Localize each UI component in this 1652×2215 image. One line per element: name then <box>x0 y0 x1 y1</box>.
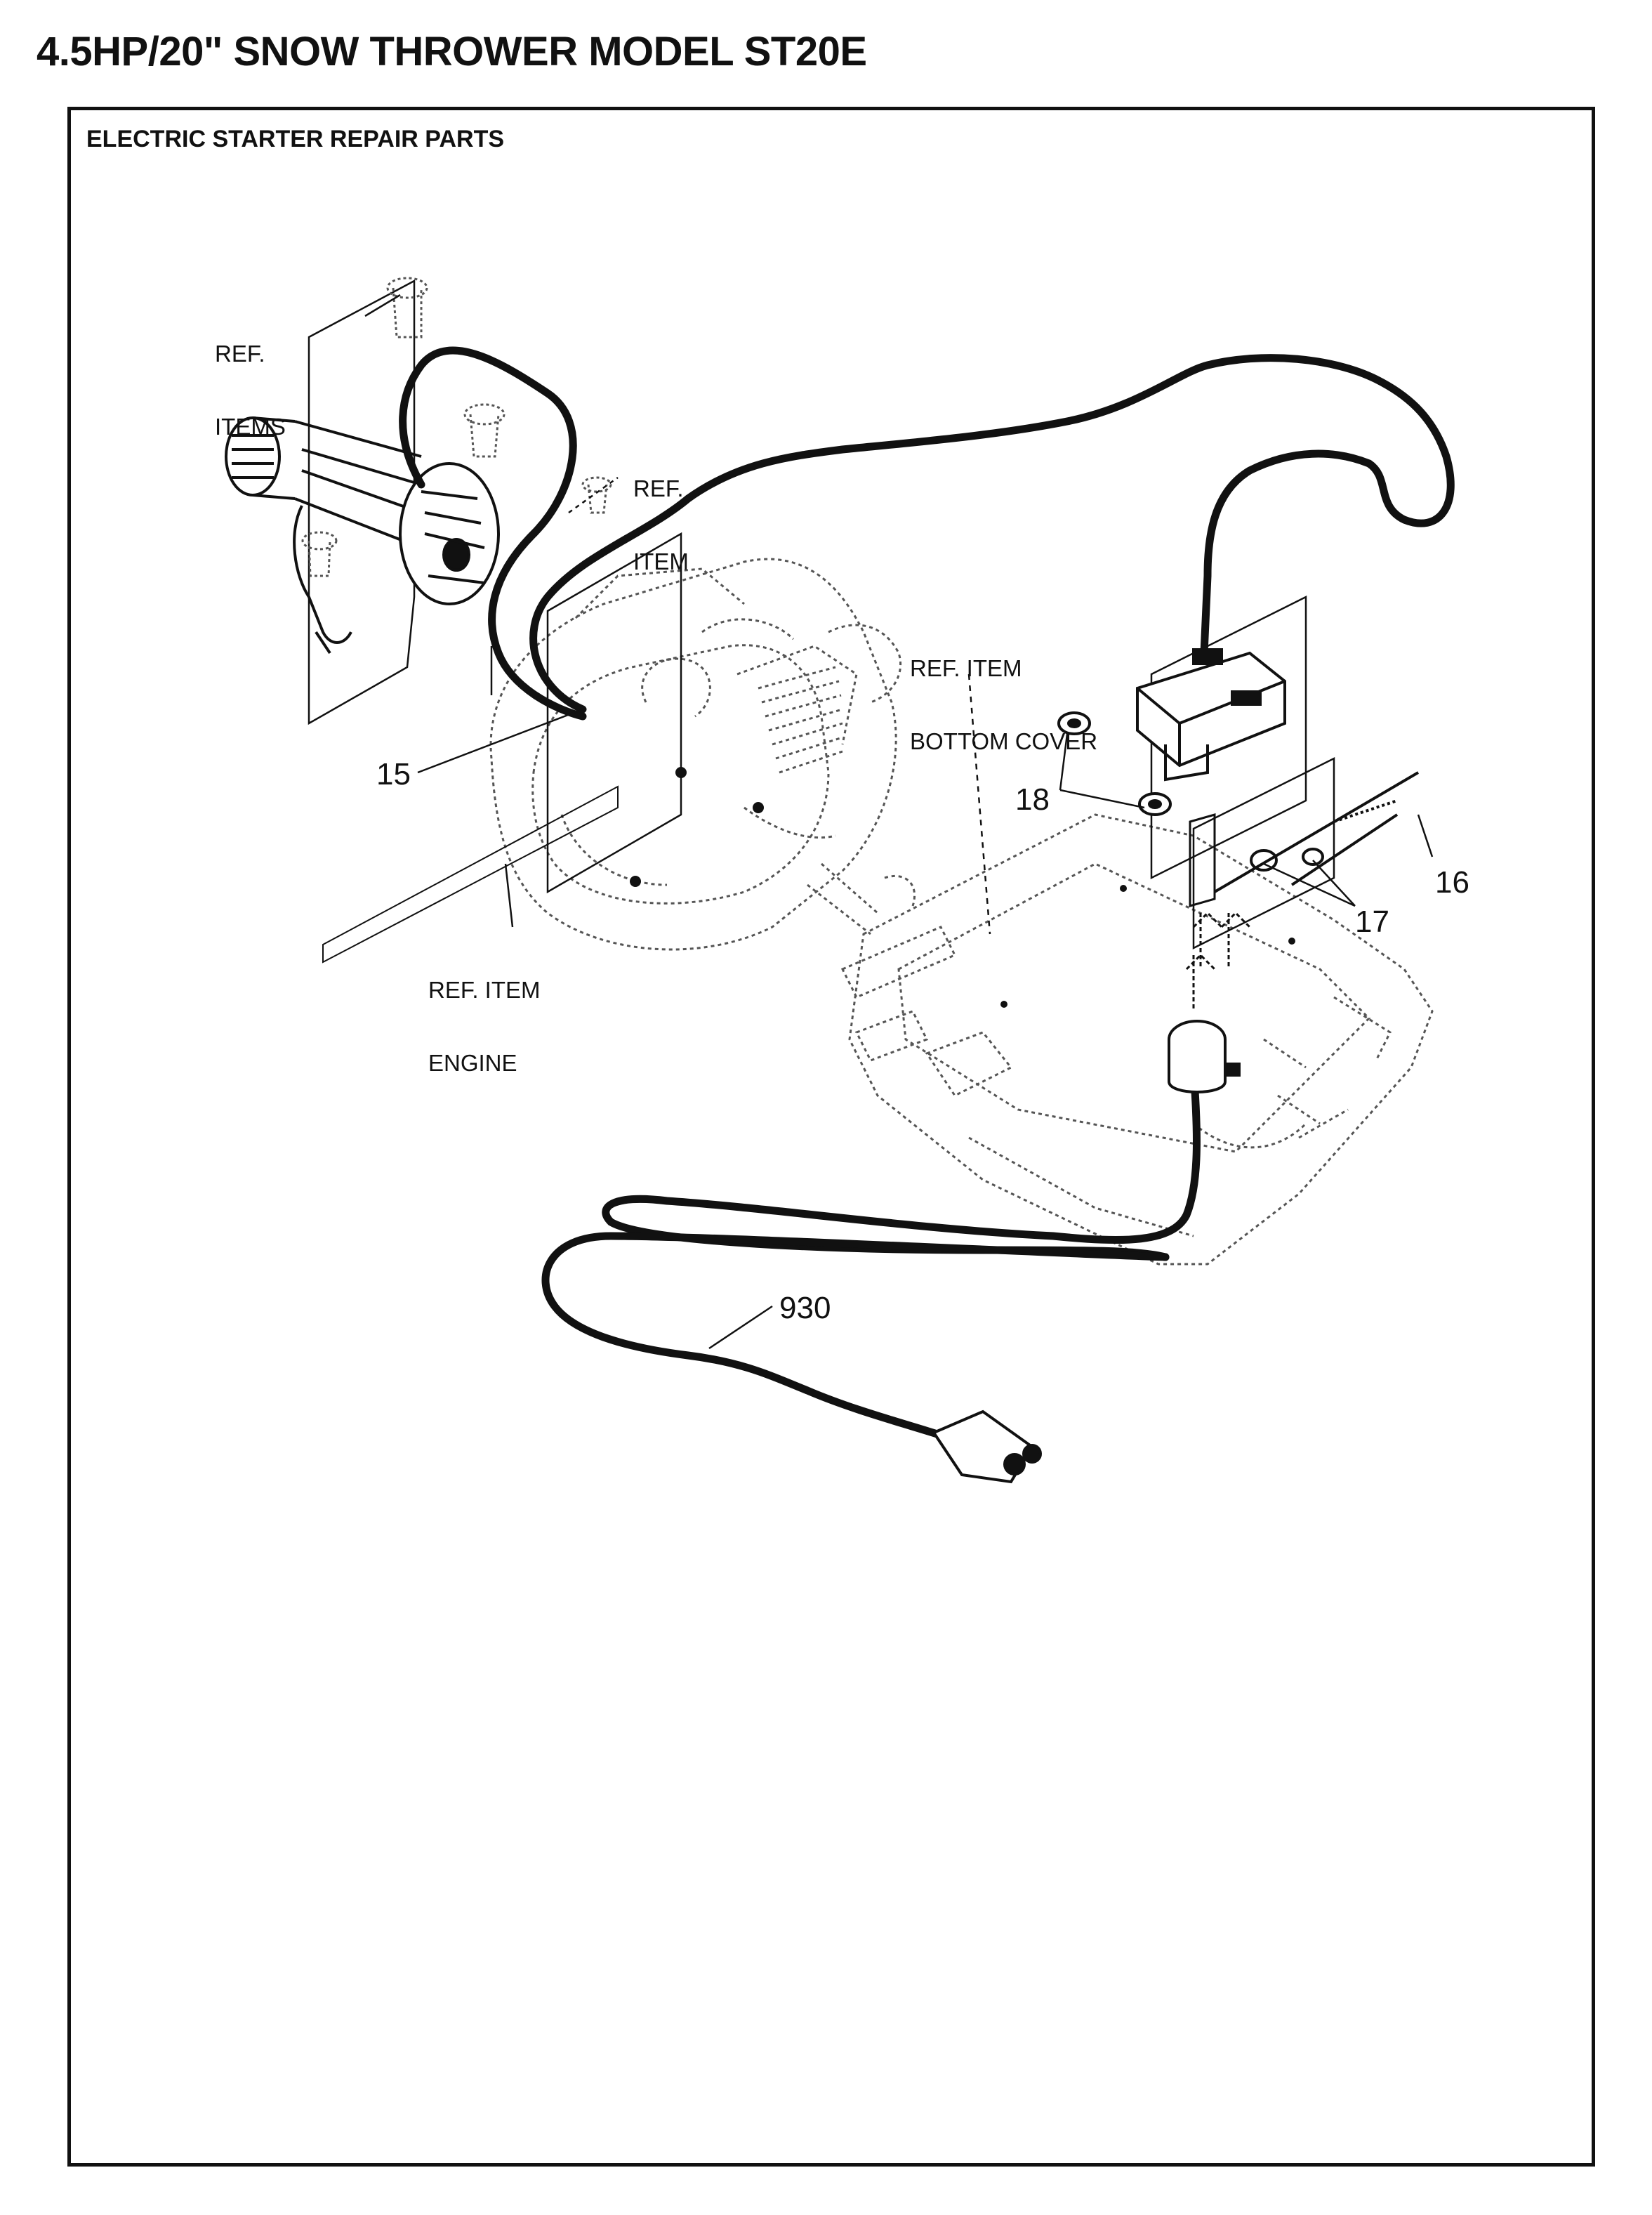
page-title: 4.5HP/20" SNOW THROWER MODEL ST20E <box>37 29 867 74</box>
bottom-cover-ref-drawing <box>840 813 1434 1266</box>
callout-ref-item-bottom-cover: REF. ITEM BOTTOM COVER <box>910 608 1097 778</box>
nut-18 <box>1057 711 1172 816</box>
callout-ref-item-engine: REF. ITEM ENGINE <box>428 930 541 1100</box>
cover-screw-points <box>1000 885 1295 1008</box>
callout-ref-items-line2: ITEMS <box>215 414 286 440</box>
part-number-17: 17 <box>1355 905 1389 939</box>
engine-ref-drawing <box>489 558 916 951</box>
callout-ref-items-line1: REF. <box>215 341 265 367</box>
power-cord-socket <box>1168 1020 1241 1093</box>
washer-17 <box>1250 848 1324 872</box>
callout-ref-item: REF. ITEM <box>633 428 689 598</box>
callout-engine-line2: ENGINE <box>428 1050 517 1077</box>
reference-planes <box>308 279 1335 964</box>
engine-bolt-points <box>630 767 764 887</box>
callout-engine-line1: REF. ITEM <box>428 977 541 1004</box>
part-number-18: 18 <box>1015 782 1050 817</box>
callout-ref-item-line1: REF. <box>633 475 684 502</box>
screw-16 <box>1213 771 1420 893</box>
switch-mounting-plate <box>1185 813 1251 1011</box>
callout-bottom-cover-line1: REF. ITEM <box>910 655 1022 682</box>
starter-screws <box>301 277 612 577</box>
diagram-frame: ELECTRIC STARTER REPAIR PARTS <box>67 107 1595 2167</box>
part-number-16: 16 <box>1435 865 1469 900</box>
callout-ref-item-line2: ITEM <box>633 548 689 575</box>
starter-motor <box>225 416 500 655</box>
wiring-harness <box>399 346 1455 1444</box>
part-number-15: 15 <box>376 757 411 791</box>
starter-switch-box <box>1136 648 1286 782</box>
power-cord-plug <box>932 1409 1042 1484</box>
section-title: ELECTRIC STARTER REPAIR PARTS <box>86 126 505 152</box>
callout-bottom-cover-line2: BOTTOM COVER <box>910 728 1098 755</box>
callout-ref-items: REF. ITEMS <box>215 294 286 464</box>
part-number-930: 930 <box>779 1291 831 1325</box>
leader-lines <box>364 294 1434 1350</box>
